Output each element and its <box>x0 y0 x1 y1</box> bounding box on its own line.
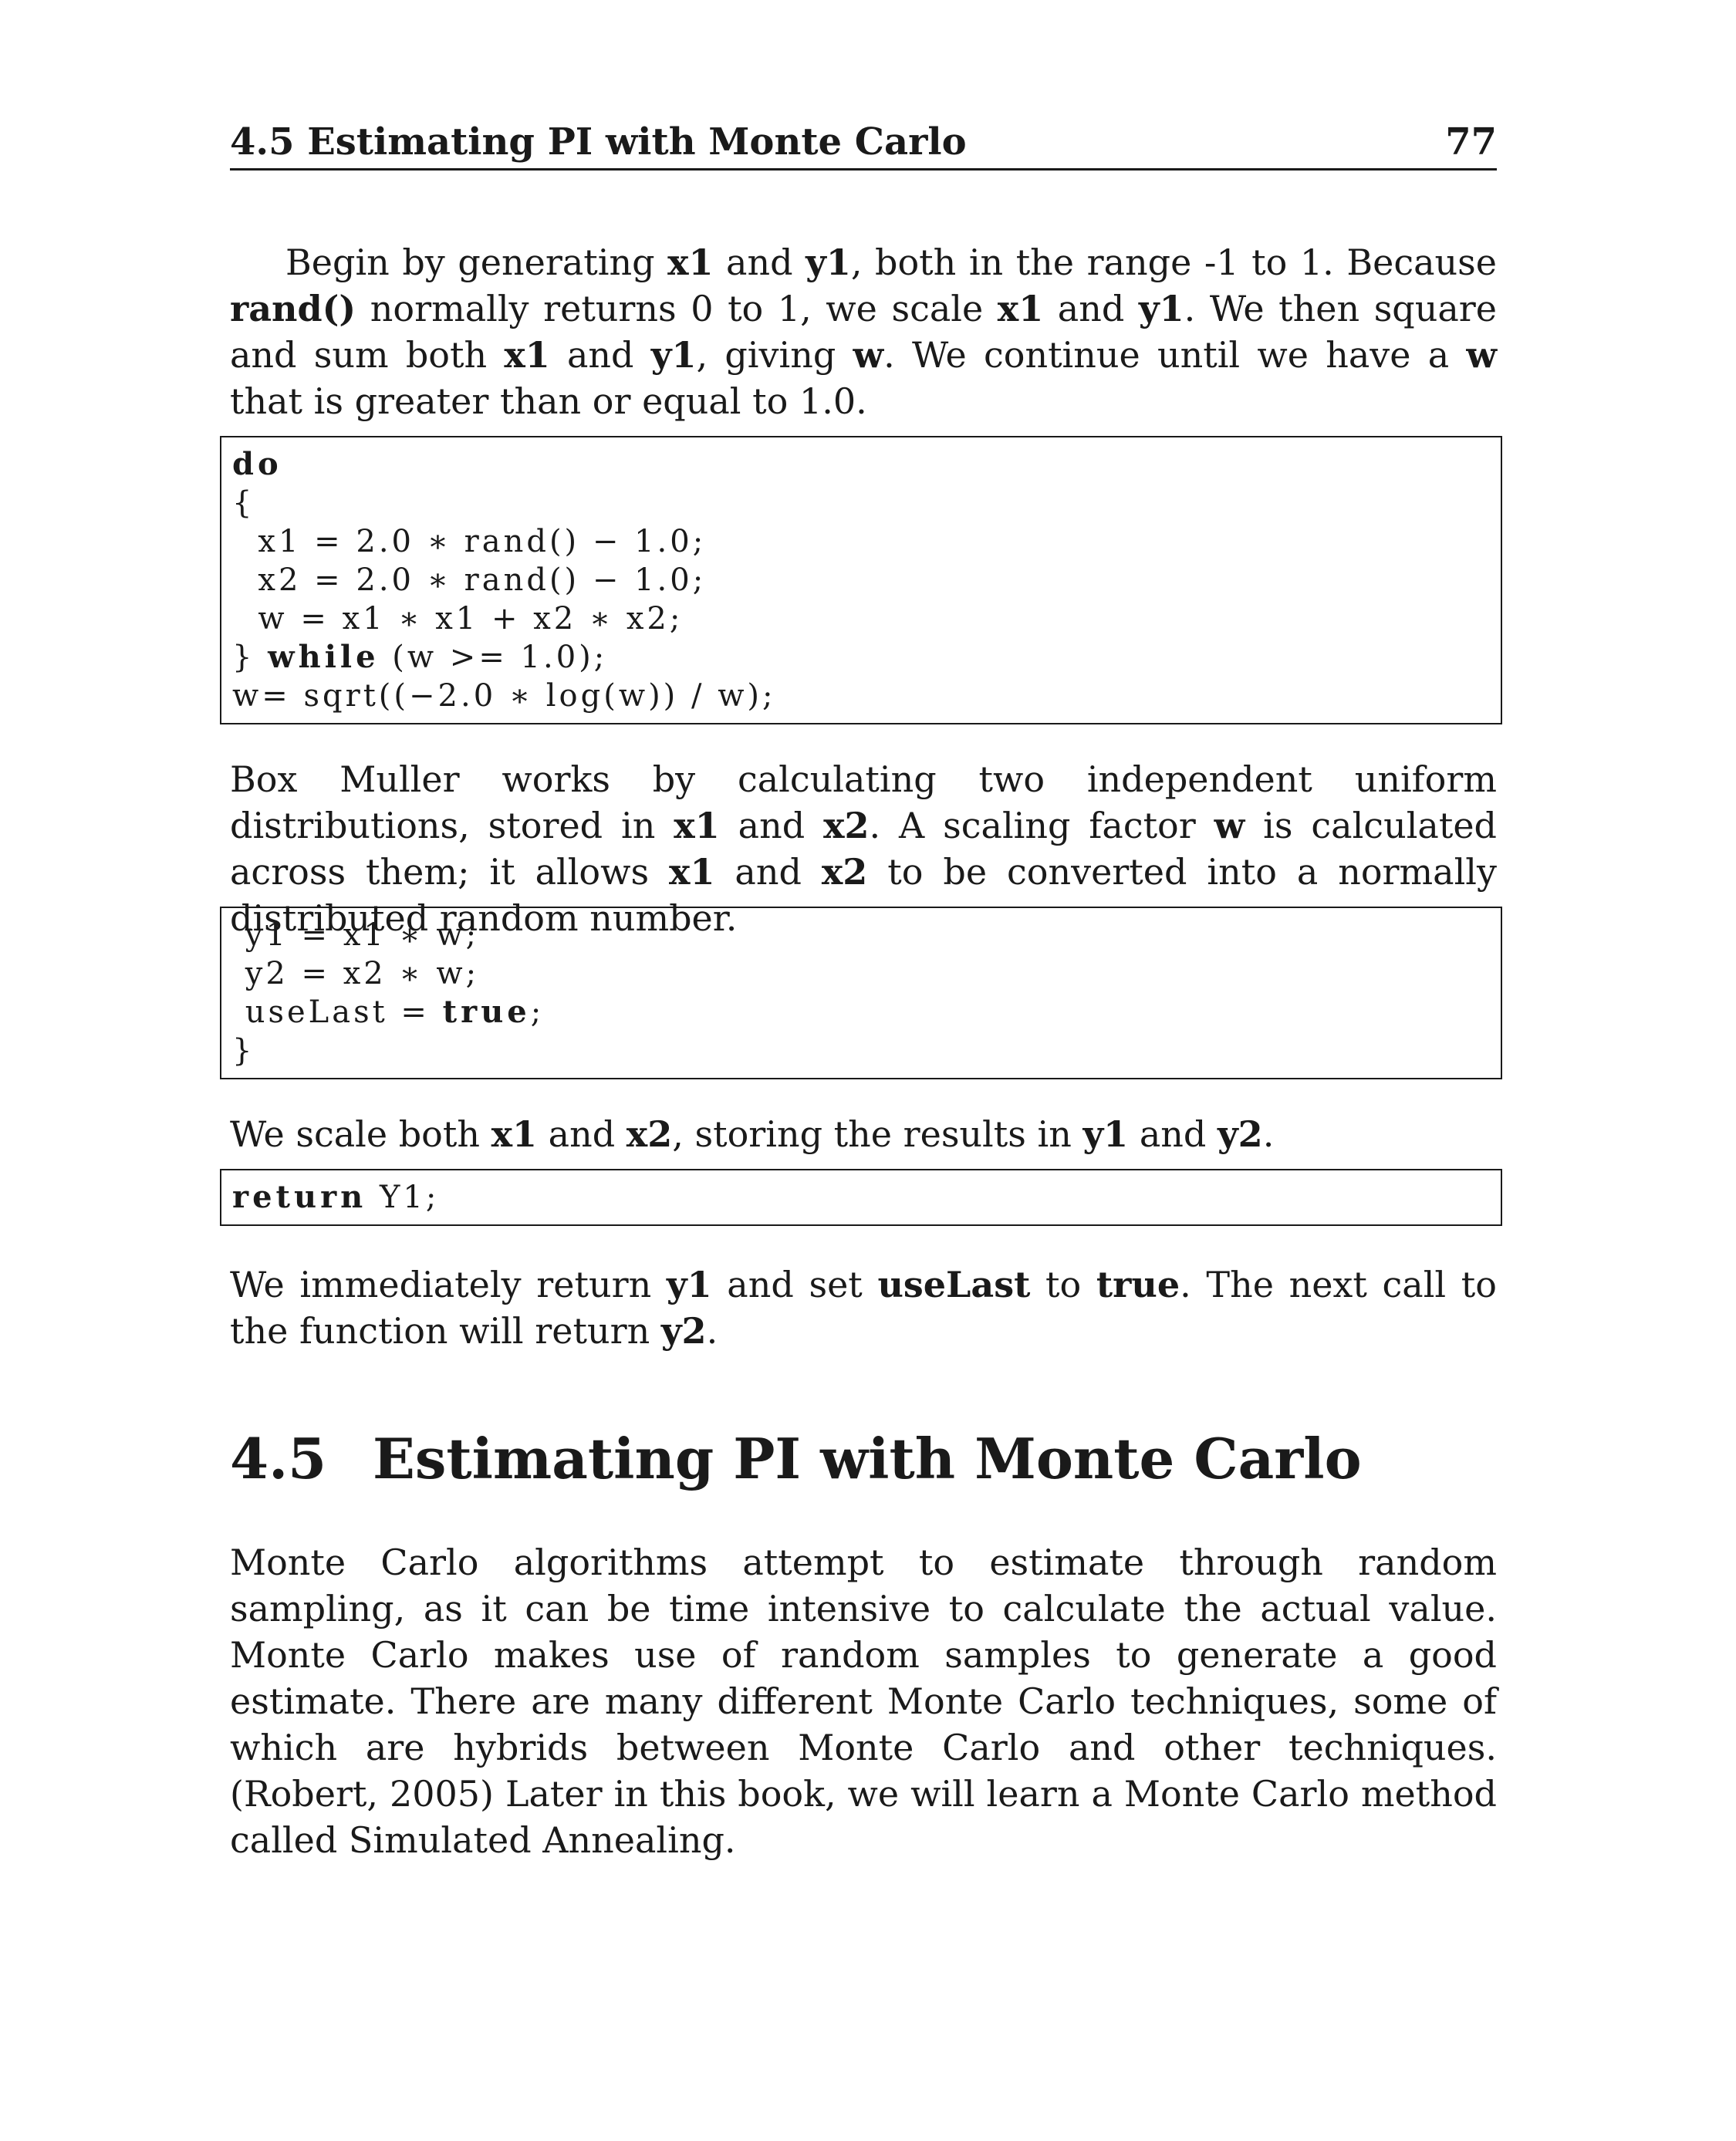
code-line: w = x1 ∗ x1 + x2 ∗ x2; <box>232 601 684 637</box>
code-line: return Y1; <box>232 1179 440 1215</box>
code-line: do <box>232 446 282 482</box>
paragraph-scale: We scale both x1 and x2, storing the res… <box>230 1113 1275 1155</box>
code-block-box-muller-loop: do { x1 = 2.0 ∗ rand() − 1.0; x2 = 2.0 ∗… <box>220 436 1502 724</box>
code-line: y2 = x2 ∗ w; <box>232 956 480 991</box>
code-block-return: return Y1; <box>220 1169 1502 1226</box>
code-line: } while (w >= 1.0); <box>232 639 608 675</box>
paragraph-return: We immediately return y1 and set useLast… <box>230 1264 1497 1352</box>
paragraph-box-muller: Box Muller works by calculating two inde… <box>230 758 1497 939</box>
paragraph-monte-carlo: Monte Carlo algorithms attempt to estima… <box>230 1542 1497 1861</box>
page-number: 77 <box>1445 120 1497 164</box>
header-title: 4.5 Estimating PI with Monte Carlo <box>230 120 967 164</box>
code-line: x1 = 2.0 ∗ rand() − 1.0; <box>232 524 707 559</box>
section-number: 4.5 <box>230 1426 327 1491</box>
code-line: useLast = true; <box>232 994 545 1030</box>
running-header: 4.5 Estimating PI with Monte Carlo 77 <box>230 123 1497 171</box>
code-line: w= sqrt((−2.0 ∗ log(w)) / w); <box>232 678 776 714</box>
code-block-scale: y1 = x1 ∗ w; y2 = x2 ∗ w; useLast = true… <box>220 907 1502 1079</box>
code-line: { <box>232 485 255 521</box>
code-line: x2 = 2.0 ∗ rand() − 1.0; <box>232 562 707 598</box>
code-line: } <box>232 1033 255 1069</box>
paragraph-intro: Begin by generating x1 and y1, both in t… <box>230 241 1498 422</box>
section-title: Estimating PI with Monte Carlo <box>373 1426 1362 1491</box>
code-line: y1 = x1 ∗ w; <box>232 917 480 953</box>
